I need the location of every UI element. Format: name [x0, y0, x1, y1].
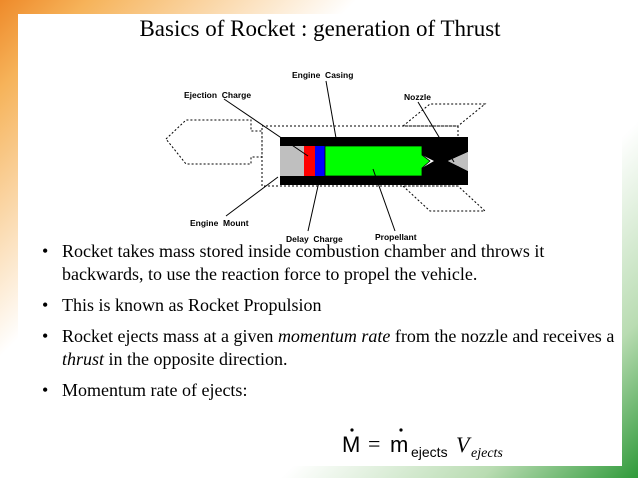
label-delay-charge: Delay Charge [286, 234, 343, 244]
bullet-text-part: from the nozzle and receives a [390, 326, 615, 346]
propellant [324, 145, 431, 177]
fin-left [165, 119, 263, 165]
label-nozzle: Nozzle [404, 92, 431, 102]
label-ejection-charge: Ejection Charge [184, 90, 251, 100]
slide: Basics of Rocket : generation of Thrust [18, 14, 622, 466]
label-engine-casing: Engine Casing [292, 70, 353, 80]
emphasis-thrust: thrust [62, 349, 105, 369]
formula-v: V [456, 432, 472, 457]
formula-subscript-2: ejects [471, 446, 503, 461]
ejection-charge [304, 146, 315, 176]
leader-delay-charge [307, 176, 321, 232]
engine-casing-top [280, 137, 468, 146]
bullet-list: • Rocket takes mass stored inside combus… [36, 240, 616, 410]
leader-nozzle [417, 101, 455, 163]
leader-propellant [372, 168, 396, 232]
emphasis-momentum-rate: momentum rate [277, 326, 391, 346]
leader-engine-mount [225, 176, 279, 217]
label-propellant: Propellant [375, 232, 417, 242]
fin-right-bottom [401, 185, 487, 212]
leader-engine-casing [325, 80, 337, 139]
bullet-text: This is known as Rocket Propulsion [62, 295, 322, 315]
engine-casing-bottom [280, 176, 468, 185]
bullet-glyph: • [42, 241, 49, 261]
bullet-item: • This is known as Rocket Propulsion [36, 294, 616, 317]
formula-equals: = [368, 431, 380, 456]
label-engine-mount: Engine Mount [190, 218, 249, 228]
bullet-glyph: • [42, 295, 49, 315]
fin-right-top [401, 103, 487, 127]
dot-over-mdot [399, 428, 403, 432]
bullet-text: Momentum rate of ejects: [62, 380, 248, 400]
formula-subscript-1: ejects [411, 444, 448, 460]
formula-lhs: M [342, 432, 360, 457]
bullet-glyph: • [42, 326, 49, 346]
bullet-text-part: Rocket ejects mass at a given [62, 326, 278, 346]
bullet-item: • Rocket takes mass stored inside combus… [36, 240, 616, 286]
bullet-text-part: in the opposite direction. [104, 349, 288, 369]
bullet-item: • Momentum rate of ejects: [36, 379, 616, 402]
slide-title: Basics of Rocket : generation of Thrust [139, 16, 501, 41]
nozzle [422, 146, 468, 176]
leader-ejection-charge [223, 98, 309, 157]
rocket-engine-diagram: Engine Casing Ejection Charge Nozzle Eng… [165, 70, 487, 244]
formula-mdot: m [390, 432, 408, 457]
bullet-text: Rocket takes mass stored inside combusti… [62, 241, 545, 284]
bullet-item: • Rocket ejects mass at a given momentum… [36, 325, 616, 371]
nozzle-opening [448, 152, 468, 171]
dot-over-m [350, 428, 354, 432]
momentum-rate-formula: M = m ejects V ejects [342, 428, 503, 461]
bullet-glyph: • [42, 380, 49, 400]
delay-charge [315, 146, 325, 176]
